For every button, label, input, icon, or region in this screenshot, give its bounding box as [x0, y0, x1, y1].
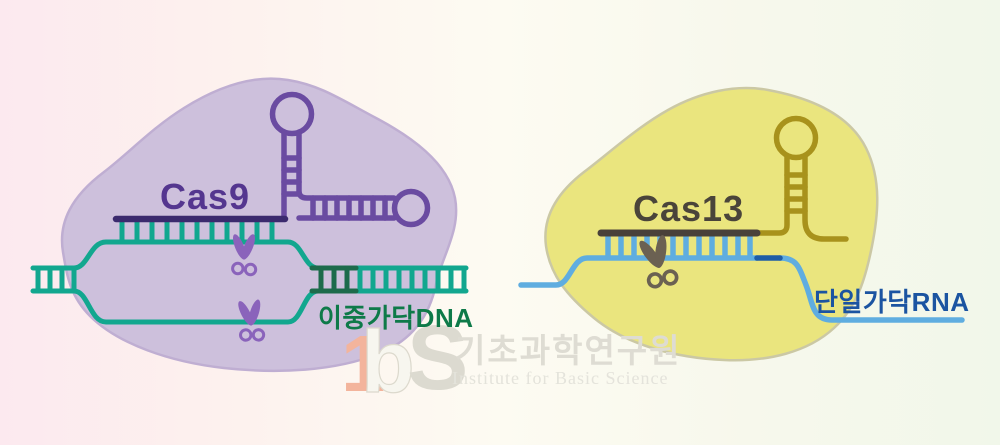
ssrna-label: 단일가닥RNA: [814, 287, 970, 317]
watermark-english-name: Institute for Basic Science: [452, 368, 668, 388]
watermark-logo-b: b: [361, 312, 415, 411]
watermark-logo-s: S: [407, 307, 468, 409]
cas13-label: Cas13: [633, 188, 744, 229]
pam-segment: [309, 265, 359, 294]
sgrna-end-loop: [391, 188, 431, 228]
cas9-sgrna: [269, 91, 431, 228]
crrna-stem-rungs: [784, 172, 808, 214]
dna-bottom-strand: [30, 288, 469, 325]
cas13-crrna: [754, 115, 849, 242]
dna-right-duplex-rungs: [357, 265, 467, 294]
sgrna-ladder-rungs: [310, 195, 388, 221]
rna-strand: [518, 255, 760, 288]
cas9-label: Cas9: [160, 176, 250, 217]
rna-strand-right: [777, 255, 965, 323]
sgrna-hairpin-loop: [269, 91, 315, 137]
watermark-logo-1: 1: [341, 319, 386, 408]
ibs-watermark: 1 b S 기초과학연구원 Institute for Basic Scienc…: [341, 307, 682, 412]
dna-left-duplex-rungs: [35, 265, 77, 294]
dsdna-label: 이중가닥DNA: [318, 303, 474, 333]
crrna-hairpin-loop: [773, 115, 819, 161]
dna-guide-pairing-rungs: [119, 218, 275, 243]
watermark-korean-name: 기초과학연구원: [455, 332, 682, 369]
double-stranded-dna: [30, 218, 469, 325]
sgrna-stem-rungs: [281, 155, 302, 197]
